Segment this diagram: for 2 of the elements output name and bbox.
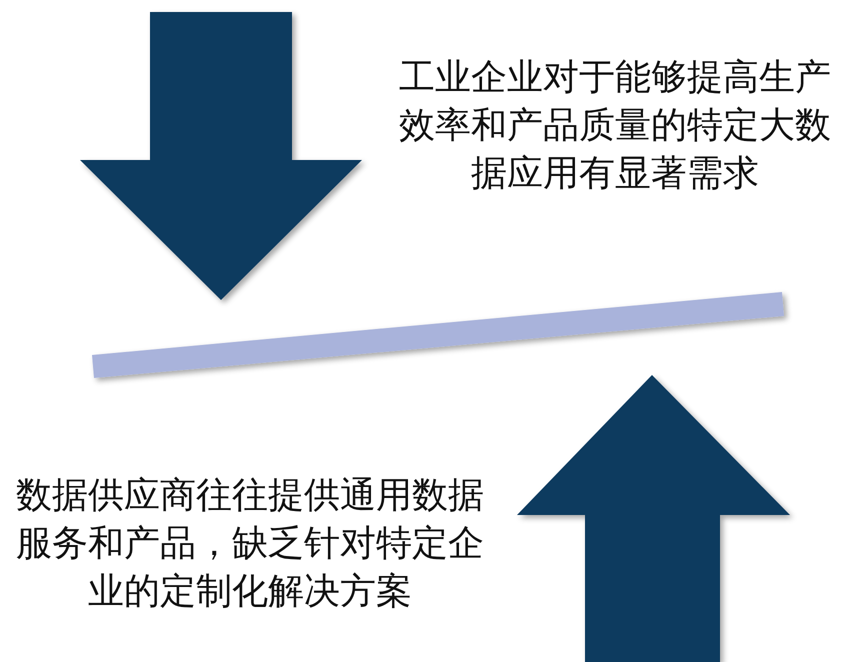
note-text: 工业企业对于能够提高生产效率和产品质量的特定大数据应用有显著需求 — [398, 56, 832, 196]
note-text: 数据供应商往往提供通用数据服务和产品，缺乏针对特定企业的定制化解决方案 — [15, 474, 485, 614]
